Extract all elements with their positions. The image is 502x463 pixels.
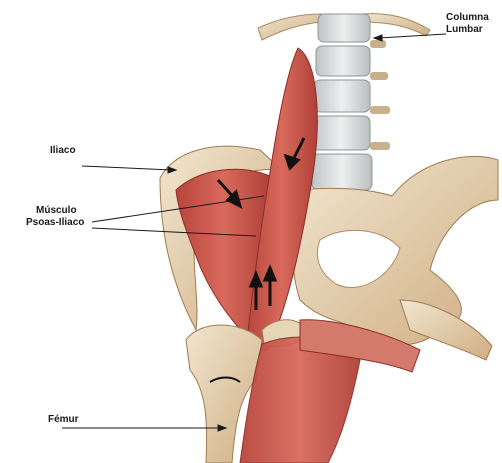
leader-line-iliaco (82, 166, 172, 170)
rib-bone (258, 14, 322, 40)
label-iliaco: Iliaco (50, 145, 76, 156)
label-lumbar: Lumbar (446, 24, 483, 35)
spinous-process (370, 72, 388, 80)
leader-line-columna (378, 34, 446, 38)
vertebra (318, 14, 370, 42)
label-femur: Fémur (48, 414, 79, 425)
vertebra (314, 80, 370, 112)
vertebra (312, 154, 372, 190)
label-musculo: Músculo (36, 205, 77, 216)
vertebra (312, 116, 370, 150)
label-columna: Columna (446, 12, 489, 23)
vertebra (316, 46, 370, 76)
spinous-process (370, 106, 390, 114)
spinous-process (370, 40, 386, 48)
lumbar-spine (312, 14, 390, 190)
spinous-process (370, 142, 390, 150)
label-psoas-iliaco: Psoas-Iliaco (26, 217, 84, 228)
